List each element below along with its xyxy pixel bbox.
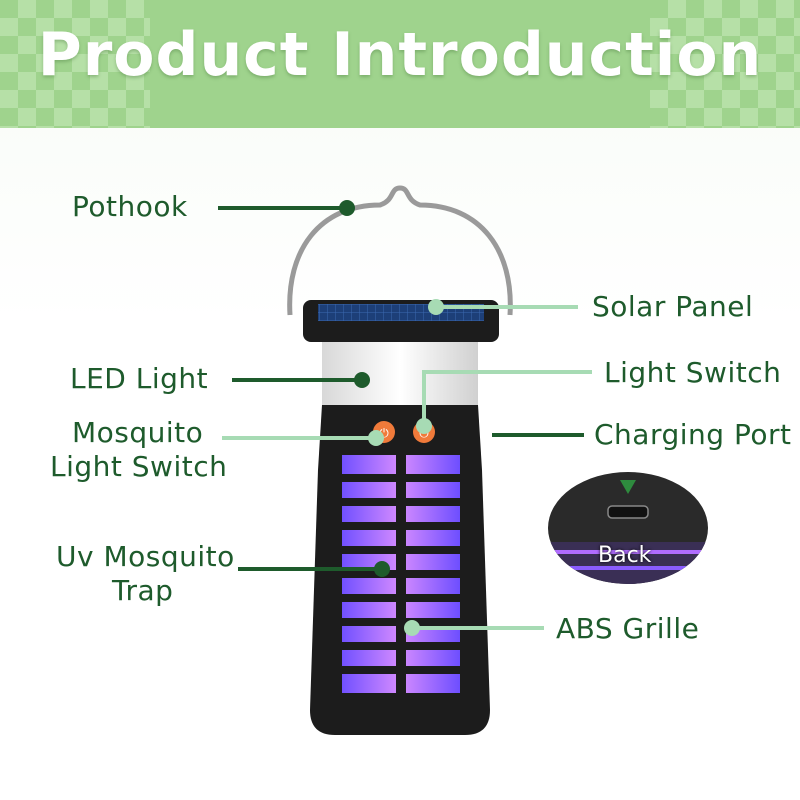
leader-dot-light-switch <box>416 418 432 434</box>
leader-dot-solar-panel <box>428 299 444 315</box>
zoom-inset-text: Back <box>598 543 652 568</box>
grille-slats <box>336 474 466 674</box>
leader-line-abs-grille <box>416 626 544 630</box>
svg-text:⏻: ⏻ <box>379 426 389 440</box>
led-ring <box>322 342 478 410</box>
page-title: Product Introduction <box>37 20 763 90</box>
label-led-light: LED Light <box>70 362 209 395</box>
pothook-handle <box>287 185 513 316</box>
leader-line-uv-trap <box>238 567 378 571</box>
leader-line-light-switch-vertical <box>422 370 426 424</box>
leader-line-pothook <box>218 206 346 210</box>
label-light-switch: Light Switch <box>604 356 782 389</box>
label-abs-grille: ABS Grille <box>556 612 700 645</box>
label-solar-panel: Solar Panel <box>592 290 754 323</box>
leader-dot-pothook <box>339 200 355 216</box>
label-trap: Trap <box>112 574 174 607</box>
arrow-down-icon <box>620 480 636 494</box>
label-light-switch-2: Light Switch <box>50 450 228 483</box>
leader-line-solar-panel <box>438 305 578 309</box>
label-mosquito: Mosquito <box>72 416 204 449</box>
leader-line-charging-port <box>492 433 584 437</box>
header-pattern-left <box>0 0 150 128</box>
label-uv-mosquito: Uv Mosquito <box>56 540 235 573</box>
header-pattern-right <box>650 0 800 128</box>
leader-line-light-switch <box>424 370 592 374</box>
leader-line-led-light <box>232 378 360 382</box>
leader-dot-led-light <box>354 372 370 388</box>
header-banner: Product Introduction <box>0 0 800 128</box>
charging-port-zoom-inset <box>548 472 708 584</box>
leader-dot-uv-trap <box>374 561 390 577</box>
label-charging-port: Charging Port <box>594 418 792 451</box>
leader-dot-mosquito-switch <box>368 430 384 446</box>
leader-line-mosquito-switch <box>222 436 372 440</box>
label-pothook: Pothook <box>72 190 188 223</box>
leader-dot-abs-grille <box>404 620 420 636</box>
